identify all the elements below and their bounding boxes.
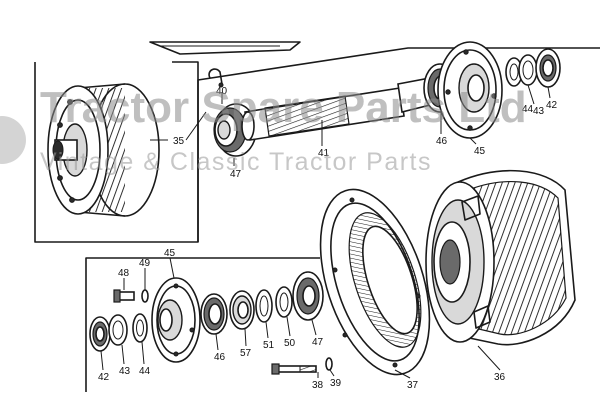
label-38: 38: [312, 380, 324, 391]
part-48-bolt: [113, 289, 135, 303]
label-51: 51: [263, 340, 275, 351]
panel-borders: [34, 47, 600, 392]
part-36-drum: [425, 169, 576, 346]
part-45-flange-top: [437, 41, 503, 139]
label-45-bottom: 45: [164, 248, 176, 259]
part-46-bearing-bottom: [200, 293, 228, 335]
part-57-bearing: [229, 290, 255, 330]
part-47-bearing-bottom: [292, 271, 324, 321]
part-42-seal-bottom: [89, 316, 111, 352]
part-49-washer: [141, 289, 149, 303]
label-46-bottom: 46: [214, 352, 226, 363]
part-number-labels: 35 40 41 47 46 45 44 43 42 48 49 45 42 4…: [98, 86, 558, 391]
label-47-bottom: 47: [312, 337, 324, 348]
label-41: 41: [318, 148, 330, 159]
part-51-ring: [255, 289, 273, 323]
watermark-logo-icon: [0, 116, 26, 164]
watermark-title: Tractor Spare Parts Ltd: [40, 83, 527, 132]
part-37-rim: [319, 188, 431, 376]
part-50-ring: [275, 286, 293, 318]
part-40-clip: [208, 68, 224, 88]
label-45-top: 45: [474, 146, 486, 157]
part-39-washer: [325, 357, 333, 371]
label-49: 49: [139, 258, 151, 269]
label-40: 40: [216, 86, 228, 97]
label-57: 57: [240, 348, 252, 359]
watermark-subtitle: Vintage & Classic Tractor Parts: [40, 148, 432, 176]
label-37: 37: [407, 380, 419, 391]
label-43-top: 43: [533, 106, 545, 117]
part-43-washer-top: [518, 54, 538, 86]
part-35-pulley: [47, 83, 168, 217]
label-47-top: 47: [230, 169, 242, 180]
label-36: 36: [494, 372, 506, 383]
partial-plate-top: [149, 41, 301, 55]
label-44-bottom: 44: [139, 366, 151, 377]
part-44-washer-bottom: [132, 313, 148, 343]
part-38-bolt: [271, 363, 317, 375]
part-43-washer-bottom: [108, 314, 128, 346]
label-42-top: 42: [546, 100, 558, 111]
label-35: 35: [173, 136, 185, 147]
label-50: 50: [284, 338, 296, 349]
watermark: Tractor Spare Parts Ltd Vintage & Classi…: [0, 83, 527, 176]
label-42-bottom: 42: [98, 372, 110, 383]
leader-lines: [100, 84, 551, 379]
label-46-top: 46: [436, 136, 448, 147]
label-39: 39: [330, 378, 342, 389]
part-45-flange-bottom: [151, 277, 201, 363]
label-44-top: 44: [522, 104, 534, 115]
label-48: 48: [118, 268, 130, 279]
part-42-seal-top: [535, 48, 561, 88]
label-43-bottom: 43: [119, 366, 131, 377]
